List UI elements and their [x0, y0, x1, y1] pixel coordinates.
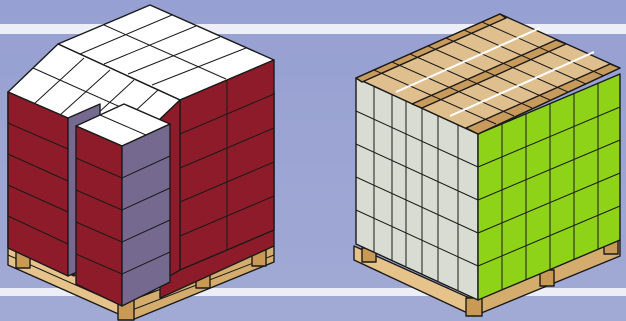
- front-box-column: [76, 104, 170, 306]
